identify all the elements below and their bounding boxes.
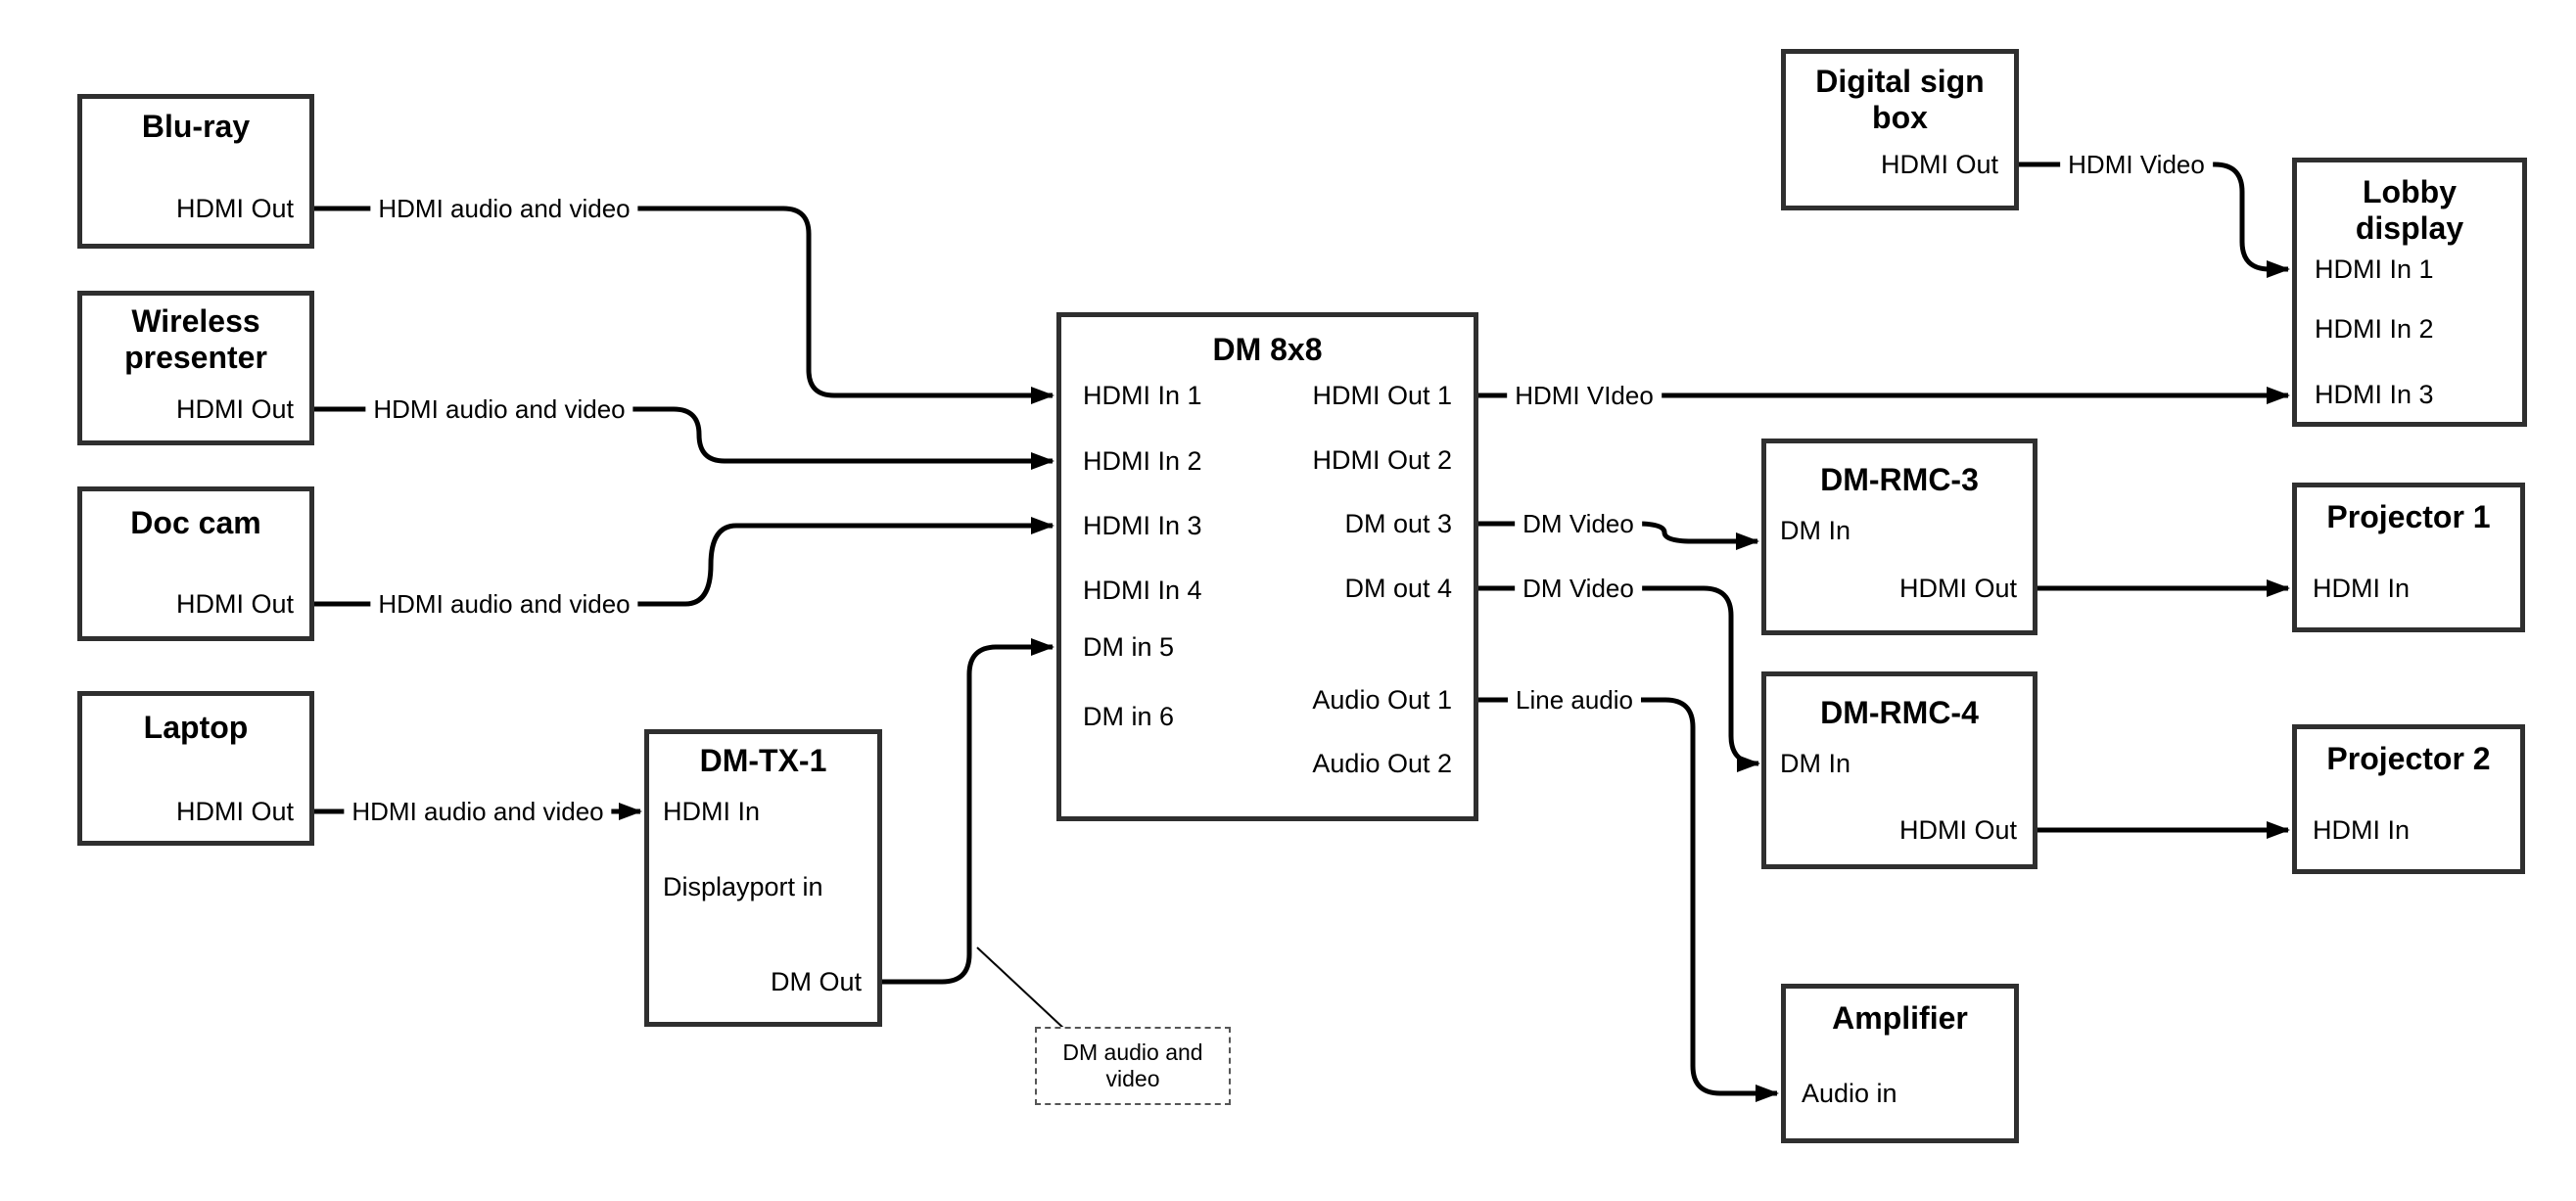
port-hdmi-out: HDMI Out — [1898, 574, 2017, 603]
wire-label-hdmi-video-out1: HDMI VIdeo — [1507, 381, 1662, 410]
port-hdmi-in-2: HDMI In 2 — [2315, 314, 2434, 344]
node-dm-8x8: DM 8x8 HDMI In 1 HDMI In 2 HDMI In 3 HDM… — [1056, 312, 1478, 821]
wire-label-digital-sign: HDMI Video — [2060, 150, 2213, 179]
port-hdmi-in: HDMI In — [2313, 815, 2411, 845]
wire-dm8x8-out3-to-dmrmc3 — [1478, 521, 1759, 550]
wire-digitalsign-to-lobby-in1 — [2019, 162, 2290, 278]
note-dm-audio-and-video: DM audio and video — [1035, 1027, 1231, 1105]
node-lobby-display: Lobby display HDMI In 1 HDMI In 2 HDMI I… — [2292, 158, 2527, 427]
port-hdmi-out: HDMI Out — [175, 194, 294, 223]
node-doc-cam: Doc cam HDMI Out — [77, 486, 314, 641]
wire-doccam-to-dm8x8-in3 — [314, 517, 1054, 607]
node-title: Lobby display — [2355, 174, 2464, 246]
port-dm-out-3: DM out 3 — [1344, 509, 1452, 538]
port-hdmi-out: HDMI Out — [175, 589, 294, 619]
wire-bluray-to-dm8x8-in1 — [314, 206, 1054, 404]
node-dm-tx-1: DM-TX-1 HDMI In Displayport in DM Out — [644, 729, 882, 1027]
node-title: Projector 1 — [2326, 499, 2491, 534]
port-dm-in: DM In — [1780, 516, 1851, 545]
node-title: DM-RMC-4 — [1820, 695, 1979, 730]
node-dm-rmc-4: DM-RMC-4 DM In HDMI Out — [1761, 671, 2037, 869]
port-hdmi-in: HDMI In — [2313, 574, 2411, 603]
port-audio-in: Audio in — [1802, 1079, 1897, 1108]
wire-label-wireless: HDMI audio and video — [365, 394, 633, 424]
port-hdmi-in-3: HDMI In 3 — [1083, 511, 1202, 540]
wire-label-dm-video-out4: DM Video — [1515, 574, 1642, 603]
port-hdmi-out-1: HDMI Out 1 — [1312, 381, 1452, 410]
node-title: Laptop — [143, 710, 249, 745]
node-title: DM-RMC-3 — [1820, 462, 1979, 497]
node-title: Amplifier — [1832, 1000, 1968, 1036]
port-displayport-in: Displayport in — [663, 872, 823, 901]
wire-label-doccam: HDMI audio and video — [370, 589, 638, 619]
port-hdmi-in-2: HDMI In 2 — [1083, 446, 1202, 476]
wire-dmtx1-dmout-to-dm8x8-in5 — [882, 638, 1054, 985]
port-audio-out-1: Audio Out 1 — [1312, 685, 1452, 715]
port-hdmi-in-1: HDMI In 1 — [2315, 254, 2434, 284]
node-title: DM 8x8 — [1212, 332, 1323, 367]
port-hdmi-in-3: HDMI In 3 — [2315, 380, 2434, 409]
node-laptop: Laptop HDMI Out — [77, 691, 314, 846]
node-wireless-presenter: Wireless presenter HDMI Out — [77, 291, 314, 445]
wire-label-dm-video-out3: DM Video — [1515, 509, 1642, 538]
wire-label-bluray: HDMI audio and video — [370, 194, 638, 223]
port-audio-out-2: Audio Out 2 — [1312, 749, 1452, 778]
wire-wireless-to-dm8x8-in2 — [314, 406, 1054, 470]
port-hdmi-out: HDMI Out — [175, 797, 294, 826]
port-hdmi-out: HDMI Out — [175, 394, 294, 424]
port-dm-in-6: DM in 6 — [1083, 702, 1175, 731]
node-title: DM-TX-1 — [699, 743, 827, 778]
wire-dm8x8-audio1-to-amplifier — [1478, 697, 1779, 1102]
port-hdmi-in: HDMI In — [663, 797, 761, 826]
port-hdmi-out: HDMI Out — [1898, 815, 2017, 845]
node-digital-sign-box: Digital sign box HDMI Out — [1781, 49, 2019, 210]
port-dm-in-5: DM in 5 — [1083, 632, 1175, 662]
node-projector-2: Projector 2 HDMI In — [2292, 724, 2525, 874]
node-title: Blu-ray — [141, 109, 251, 144]
port-hdmi-out: HDMI Out — [1880, 150, 1998, 179]
node-title: Doc cam — [130, 505, 261, 540]
port-dm-out: DM Out — [770, 967, 862, 996]
wire-label-line-audio: Line audio — [1508, 685, 1641, 715]
node-bluray: Blu-ray HDMI Out — [77, 94, 314, 249]
port-hdmi-in-4: HDMI In 4 — [1083, 576, 1202, 605]
node-title: Projector 2 — [2326, 741, 2491, 776]
node-dm-rmc-3: DM-RMC-3 DM In HDMI Out — [1761, 439, 2037, 635]
port-dm-out-4: DM out 4 — [1344, 574, 1452, 603]
port-hdmi-in-1: HDMI In 1 — [1083, 381, 1202, 410]
node-title: Wireless presenter — [124, 303, 267, 375]
port-hdmi-out-2: HDMI Out 2 — [1312, 445, 1452, 475]
port-dm-in: DM In — [1780, 749, 1851, 778]
node-projector-1: Projector 1 HDMI In — [2292, 483, 2525, 632]
wire-dm8x8-out4-to-dmrmc4 — [1478, 585, 1760, 772]
wire-label-laptop: HDMI audio and video — [344, 797, 612, 826]
note-leader-line — [976, 947, 1066, 1031]
node-amplifier: Amplifier Audio in — [1781, 984, 2019, 1143]
node-title: Digital sign box — [1815, 64, 1985, 135]
